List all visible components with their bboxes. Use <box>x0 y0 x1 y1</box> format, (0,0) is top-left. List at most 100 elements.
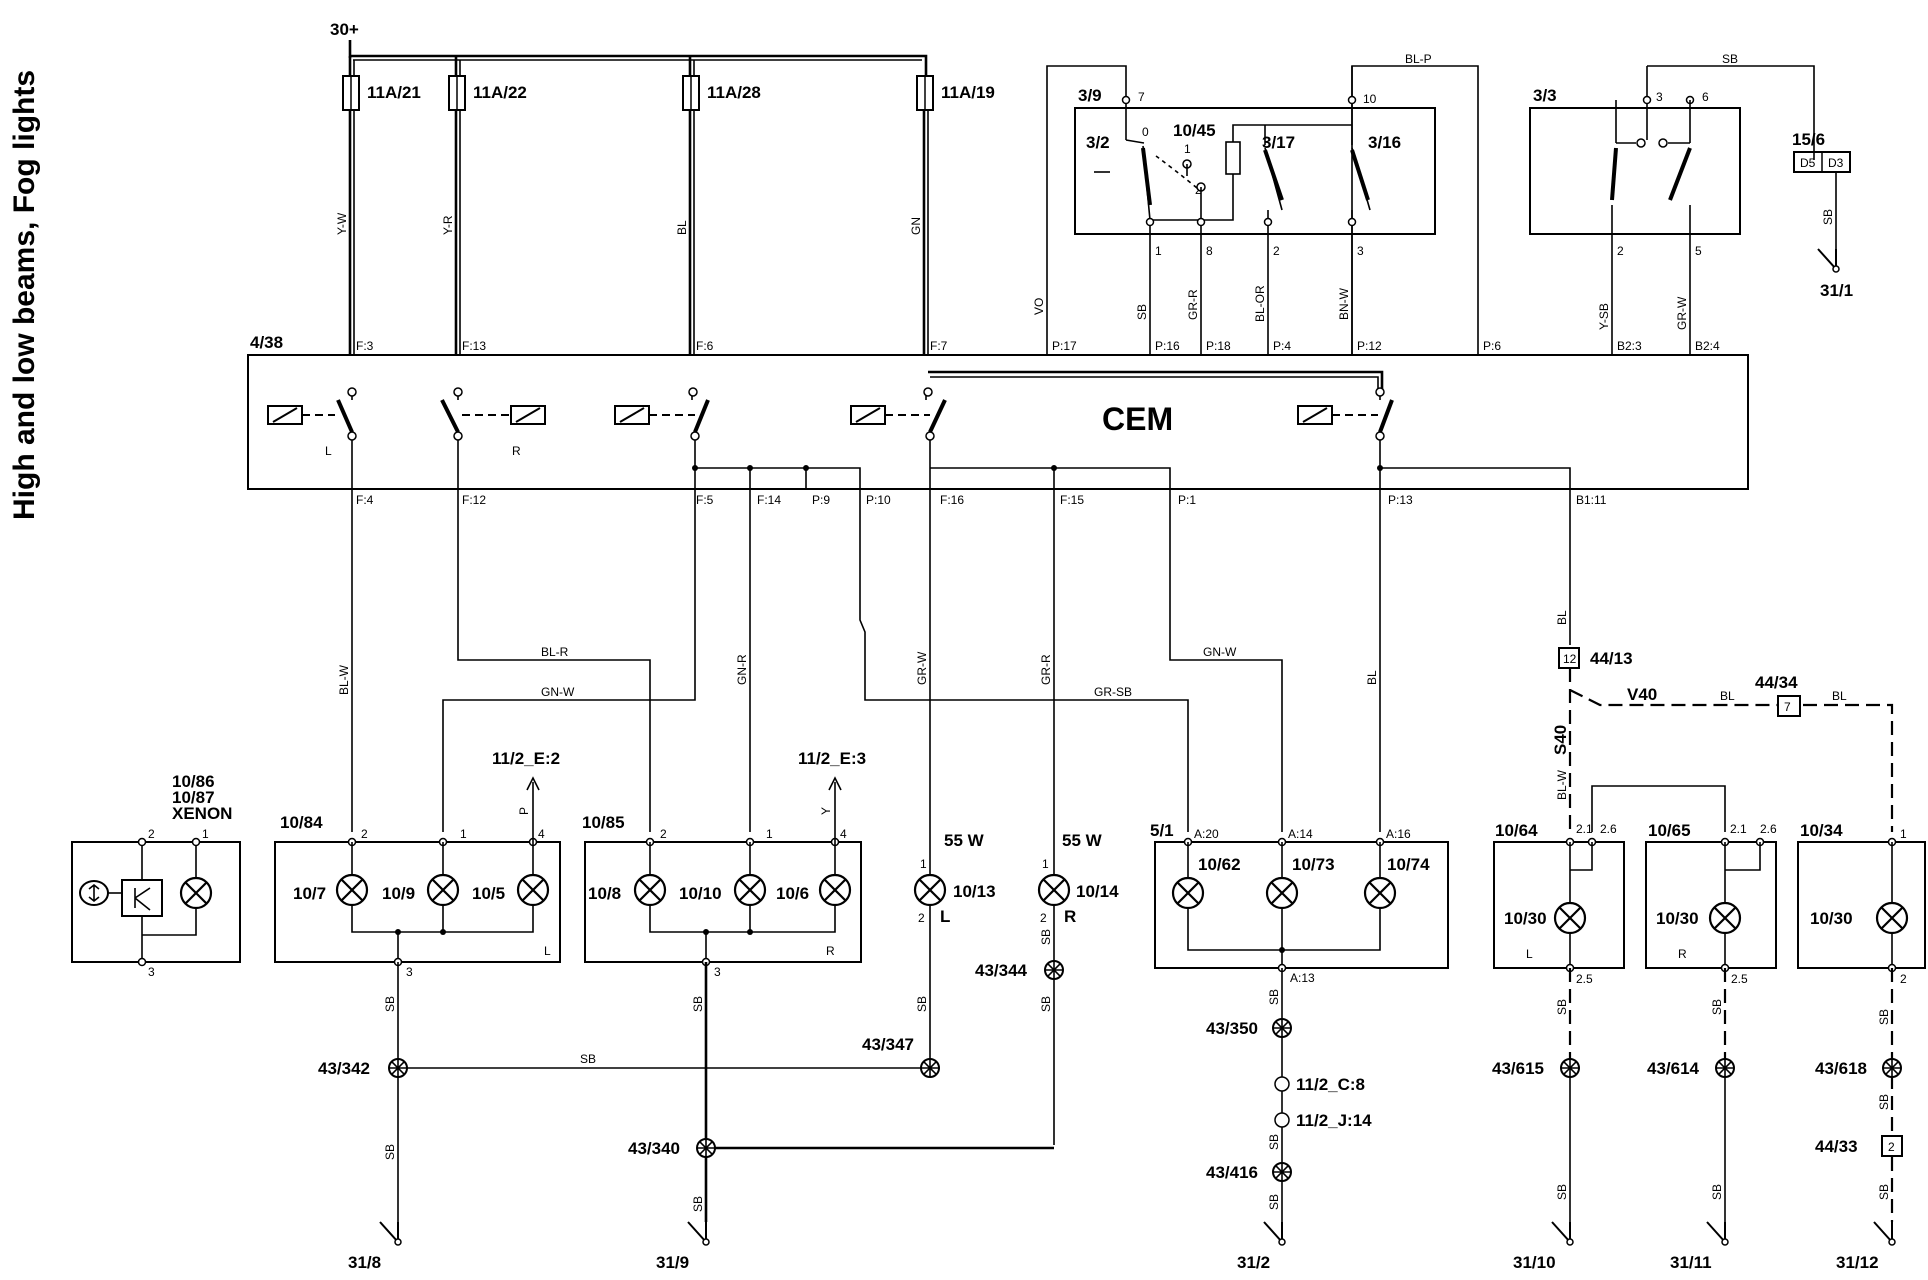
svg-text:SB: SB <box>1877 1009 1891 1025</box>
svg-text:10/34: 10/34 <box>1800 821 1843 840</box>
svg-text:SB: SB <box>383 996 397 1012</box>
svg-text:3/9: 3/9 <box>1078 86 1102 105</box>
svg-text:P:4: P:4 <box>1273 339 1291 353</box>
svg-text:BL: BL <box>675 220 689 235</box>
svg-text:31/2: 31/2 <box>1237 1253 1270 1272</box>
cem-4-38: 4/38 CEM F:3 F:13 F:6 F:7 P:17 P:16 P:18… <box>247 333 1749 507</box>
svg-text:Y: Y <box>819 807 833 815</box>
svg-text:7: 7 <box>1784 700 1791 714</box>
svg-text:1: 1 <box>460 827 467 841</box>
svg-text:BL: BL <box>1365 670 1379 685</box>
svg-text:BL-OR: BL-OR <box>1253 285 1267 322</box>
svg-text:SB: SB <box>1267 989 1281 1005</box>
svg-text:10/8: 10/8 <box>588 884 621 903</box>
supply-label: 30+ <box>330 20 359 39</box>
front-grounds: SB SB SB SB SB SB SB SB SB SB SB 43/342 … <box>318 929 1372 1272</box>
fog-lamp-10-14: 55 W 1 2 10/14 R <box>1037 831 1119 1145</box>
svg-text:1: 1 <box>1155 244 1162 258</box>
svg-text:11A/22: 11A/22 <box>473 83 527 102</box>
svg-text:2: 2 <box>1040 911 1047 925</box>
svg-text:L: L <box>325 444 332 458</box>
svg-text:1: 1 <box>202 827 209 841</box>
svg-text:6: 6 <box>1702 90 1709 104</box>
svg-text:1: 1 <box>1042 857 1049 871</box>
svg-text:10: 10 <box>1363 92 1377 106</box>
svg-text:10/62: 10/62 <box>1198 855 1241 874</box>
svg-text:31/10: 31/10 <box>1513 1253 1556 1272</box>
svg-text:BL: BL <box>1832 689 1847 703</box>
svg-text:10/85: 10/85 <box>582 813 625 832</box>
svg-text:SB: SB <box>1135 304 1149 320</box>
svg-text:11/2_E:2: 11/2_E:2 <box>492 749 560 768</box>
svg-text:10/6: 10/6 <box>776 884 809 903</box>
svg-text:GR-SB: GR-SB <box>1094 685 1132 699</box>
svg-text:F:3: F:3 <box>356 339 374 353</box>
svg-text:P:1: P:1 <box>1178 493 1196 507</box>
svg-text:BL: BL <box>1555 610 1569 625</box>
svg-text:3: 3 <box>1656 90 1663 104</box>
light-switch-3-9: 3/9 7 10 3/2 10/45 3/17 3/16 0 1 2 <box>1032 52 1479 355</box>
svg-text:31/1: 31/1 <box>1820 281 1853 300</box>
svg-text:2: 2 <box>1273 244 1280 258</box>
svg-text:Y-W: Y-W <box>335 212 349 235</box>
relay-high-left: L <box>267 392 354 489</box>
fog-lamp-10-13: 55 W 1 2 10/13 L <box>913 831 996 1070</box>
fog-switch-3-3: 3/3 3 6 2 5 SB Y-SB GR-W <box>1529 52 1815 355</box>
svg-text:11/2_C:8: 11/2_C:8 <box>1296 1075 1365 1094</box>
svg-text:P:10: P:10 <box>866 493 891 507</box>
svg-text:F:15: F:15 <box>1060 493 1084 507</box>
svg-text:L: L <box>940 907 950 926</box>
cem-label: CEM <box>1102 401 1173 437</box>
svg-text:10/9: 10/9 <box>382 884 415 903</box>
svg-text:S40: S40 <box>1551 725 1570 755</box>
svg-text:15/6: 15/6 <box>1792 130 1825 149</box>
svg-text:11A/28: 11A/28 <box>707 83 761 102</box>
svg-text:2.6: 2.6 <box>1760 822 1777 836</box>
svg-text:P: P <box>517 807 531 815</box>
svg-text:A:20: A:20 <box>1194 827 1219 841</box>
svg-text:GN-R: GN-R <box>735 654 749 685</box>
svg-text:43/344: 43/344 <box>975 961 1028 980</box>
xenon-unit: 10/86 10/87 XENON 2 1 3 <box>71 772 241 979</box>
svg-text:BL-R: BL-R <box>541 645 569 659</box>
svg-text:P:18: P:18 <box>1206 339 1231 353</box>
svg-text:3: 3 <box>714 965 721 979</box>
svg-text:BL: BL <box>1720 689 1735 703</box>
svg-text:F:16: F:16 <box>940 493 964 507</box>
svg-text:2.5: 2.5 <box>1576 972 1593 986</box>
svg-text:1: 1 <box>1184 142 1191 156</box>
svg-text:10/13: 10/13 <box>953 882 996 901</box>
svg-text:11A/21: 11A/21 <box>367 83 421 102</box>
svg-text:2: 2 <box>361 827 368 841</box>
svg-text:3/3: 3/3 <box>1533 86 1557 105</box>
relay-rear-fog <box>928 370 1394 489</box>
svg-text:GR-R: GR-R <box>1186 289 1200 320</box>
svg-text:10/30: 10/30 <box>1504 909 1547 928</box>
svg-text:SB: SB <box>1877 1094 1891 1110</box>
svg-text:SB: SB <box>1039 996 1053 1012</box>
svg-text:BL-W: BL-W <box>337 664 351 695</box>
svg-text:10/84: 10/84 <box>280 813 323 832</box>
svg-text:SB: SB <box>580 1052 596 1066</box>
svg-text:Y-SB: Y-SB <box>1597 303 1611 330</box>
svg-text:SB: SB <box>1555 999 1569 1015</box>
svg-text:44/13: 44/13 <box>1590 649 1633 668</box>
svg-text:43/618: 43/618 <box>1815 1059 1867 1078</box>
svg-text:SB: SB <box>1877 1184 1891 1200</box>
svg-text:2.6: 2.6 <box>1600 822 1617 836</box>
svg-text:43/350: 43/350 <box>1206 1019 1258 1038</box>
svg-text:SB: SB <box>1710 999 1724 1015</box>
svg-text:10/45: 10/45 <box>1173 121 1216 140</box>
svg-text:5/1: 5/1 <box>1150 821 1174 840</box>
svg-text:R: R <box>1678 947 1687 961</box>
svg-text:11/2_J:14: 11/2_J:14 <box>1296 1111 1372 1130</box>
headlamp-10-84: 10/84 2 1 4 3 10/7 10/9 10/5 L P 11/2_E:… <box>274 749 561 979</box>
svg-text:10/14: 10/14 <box>1076 882 1119 901</box>
svg-text:B2:4: B2:4 <box>1695 339 1720 353</box>
svg-text:GN: GN <box>909 217 923 235</box>
svg-text:4: 4 <box>538 827 545 841</box>
fuse-11a22: 11A/22 <box>448 75 527 111</box>
svg-text:F:6: F:6 <box>696 339 714 353</box>
svg-text:10/74: 10/74 <box>1387 855 1430 874</box>
